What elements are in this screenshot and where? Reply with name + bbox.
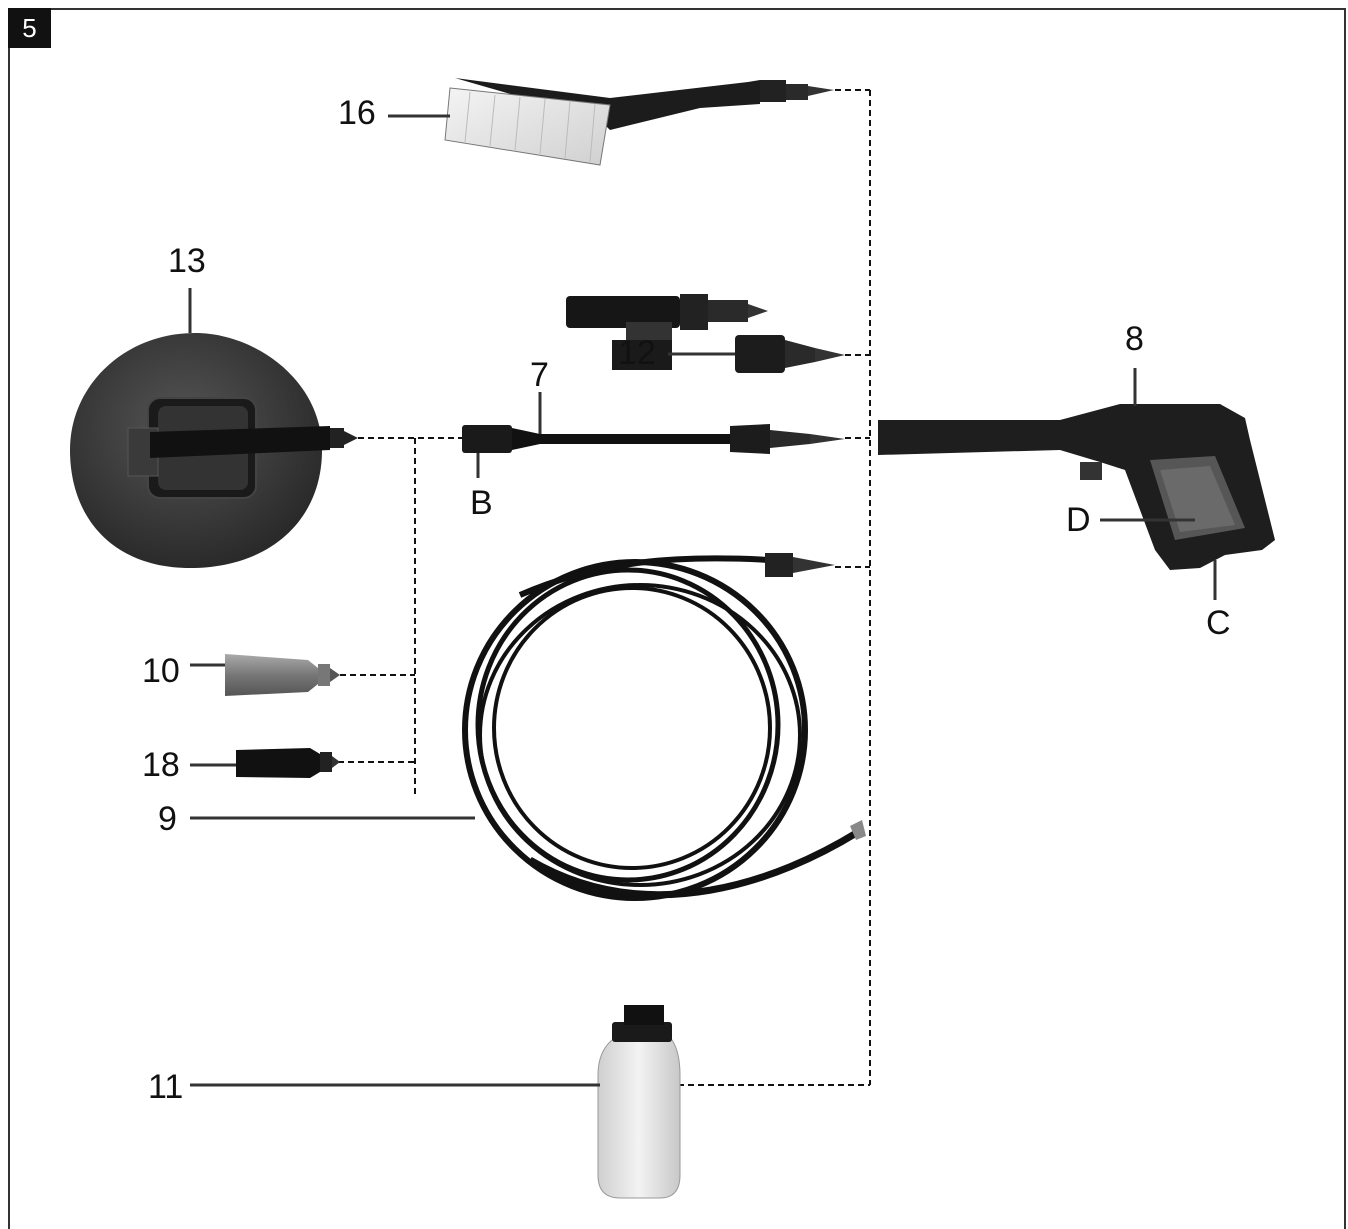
- label-16: 16: [338, 94, 376, 132]
- label-11: 11: [148, 1068, 183, 1106]
- label-18: 18: [142, 746, 180, 784]
- extension-lance-icon: [462, 424, 845, 454]
- label-C: C: [1206, 604, 1231, 642]
- label-7: 7: [530, 356, 549, 394]
- label-10: 10: [142, 652, 180, 690]
- foam-bottle-body: [597, 1005, 681, 1199]
- patio-cleaner-icon: [70, 333, 358, 568]
- label-B: B: [470, 484, 493, 522]
- foam-bottle-icon: [566, 294, 768, 370]
- wash-brush-icon: [444, 78, 834, 166]
- label-9: 9: [158, 800, 177, 838]
- leader-lines: [188, 114, 1217, 1087]
- rotary-nozzle-10-icon: [225, 654, 340, 696]
- nozzle-18-icon: [236, 748, 340, 778]
- figure-frame: [8, 8, 1346, 1229]
- spray-gun-icon: [878, 404, 1275, 570]
- nozzle-12-icon: [735, 335, 845, 373]
- label-12: 12: [618, 334, 656, 372]
- connector-lines: [338, 89, 871, 1086]
- hose-fitting-icon: [765, 553, 866, 840]
- high-pressure-hose-icon: [462, 555, 860, 901]
- label-D: D: [1066, 501, 1091, 539]
- figure-number-badge: 5: [8, 8, 51, 48]
- label-8: 8: [1125, 320, 1144, 358]
- label-13: 13: [168, 242, 206, 280]
